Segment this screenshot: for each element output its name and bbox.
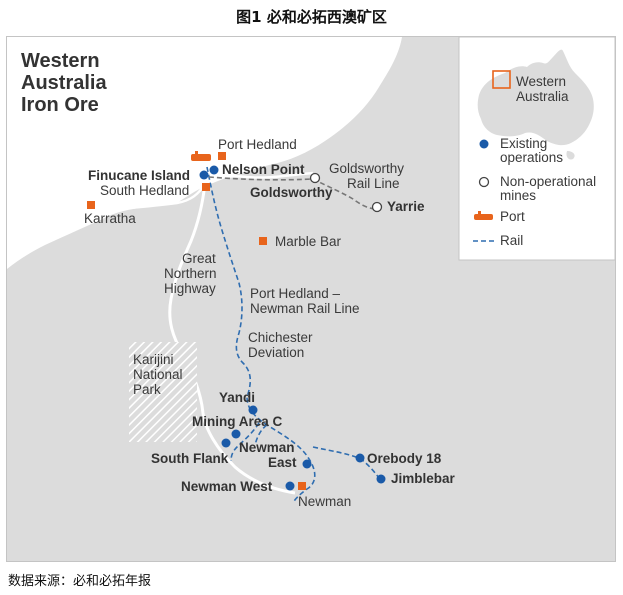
inset-label-1: Western [516,74,566,89]
rail-mac-spur [230,422,260,462]
figure-title: 图1 必和必拓西澳矿区 [236,8,387,26]
label-ph-newman-rail-1: Port Hedland – [250,286,341,301]
map-heading-line-2: Australia [21,72,107,94]
label-ph-newman-rail-2: Newman Rail Line [250,301,360,316]
map-heading-line-1: Western [21,50,100,72]
site-marker-nelson-point [209,165,219,175]
label-karijini-3: Park [133,382,161,397]
map-canvas: Western Australia Iron Ore Port Hedland … [7,37,615,509]
label-south-hedland: South Hedland [100,183,189,198]
label-newman-west: Newman West [181,479,273,494]
label-karijini-1: Karijini [133,352,174,367]
town-marker-marble-bar [259,237,267,245]
port-icon [191,151,211,161]
legend-existing-label-1: Existing [500,136,547,151]
site-marker-jimblebar [376,474,386,484]
legend-existing-icon [479,139,489,149]
label-jimblebar: Jimblebar [391,471,456,486]
label-goldsworthy-rail-1: Goldsworthy [329,161,404,176]
map-heading-line-3: Iron Ore [21,94,99,116]
label-highway-3: Highway [164,281,216,296]
label-newman-east-2: East [268,455,297,470]
rail-goldsworthy [208,176,378,210]
map-frame: Western Australia Iron Ore Port Hedland … [6,36,616,562]
legend-nonoperational-label-2: mines [500,188,536,203]
site-marker-mining-area-c [231,429,241,439]
label-karratha: Karratha [84,211,136,226]
legend-port-label: Port [500,209,525,224]
site-marker-south-flank [221,438,231,448]
label-goldsworthy-rail-2: Rail Line [347,176,400,191]
label-goldsworthy: Goldsworthy [250,185,333,200]
label-yandi: Yandi [219,390,255,405]
label-mining-area-c: Mining Area C [192,414,283,429]
label-chichester-2: Deviation [248,345,304,360]
label-finucane-island: Finucane Island [88,168,190,183]
australia-outline [477,49,594,146]
town-marker-port-hedland [218,152,226,160]
town-marker-south-hedland [202,183,210,191]
label-highway-2: Northern [164,266,217,281]
town-marker-karratha [87,201,95,209]
label-south-flank: South Flank [151,451,229,466]
label-chichester-1: Chichester [248,330,313,345]
inset-label-2: Australia [516,89,569,104]
legend-nonoperational-label-1: Non-operational [500,174,596,189]
site-marker-newman-east [302,459,312,469]
label-karijini-2: National [133,367,183,382]
inset-highlight-box [492,70,511,89]
rail-yandi-spur [254,424,268,446]
rail-port-hedland-newman [206,166,316,504]
site-marker-yandi [248,405,258,415]
legend-panel: Western Australia Existing operations No… [458,37,615,261]
site-marker-goldsworthy [309,172,321,184]
source-note: 数据来源：必和必拓年报 [8,574,152,589]
label-nelson-point: Nelson Point [222,162,305,177]
legend-existing-label-2: operations [500,150,563,165]
legend-port-icon [474,211,493,220]
site-marker-yarrie [371,201,383,213]
label-highway-1: Great [182,251,216,266]
site-marker-finucane-island [199,170,209,180]
label-marble-bar: Marble Bar [275,234,342,249]
legend-rail-label: Rail [500,233,523,248]
label-newman-east-1: Newman [239,440,295,455]
site-marker-newman-west [285,481,295,491]
label-orebody-18: Orebody 18 [367,451,442,466]
karijini-national-park [129,342,197,442]
town-marker-newman [298,482,306,490]
label-newman: Newman [298,494,351,509]
label-yarrie: Yarrie [387,199,425,214]
label-port-hedland: Port Hedland [218,137,297,152]
tasmania [566,151,575,160]
site-marker-orebody-18 [355,453,365,463]
legend-nonoperational-icon [478,176,490,188]
